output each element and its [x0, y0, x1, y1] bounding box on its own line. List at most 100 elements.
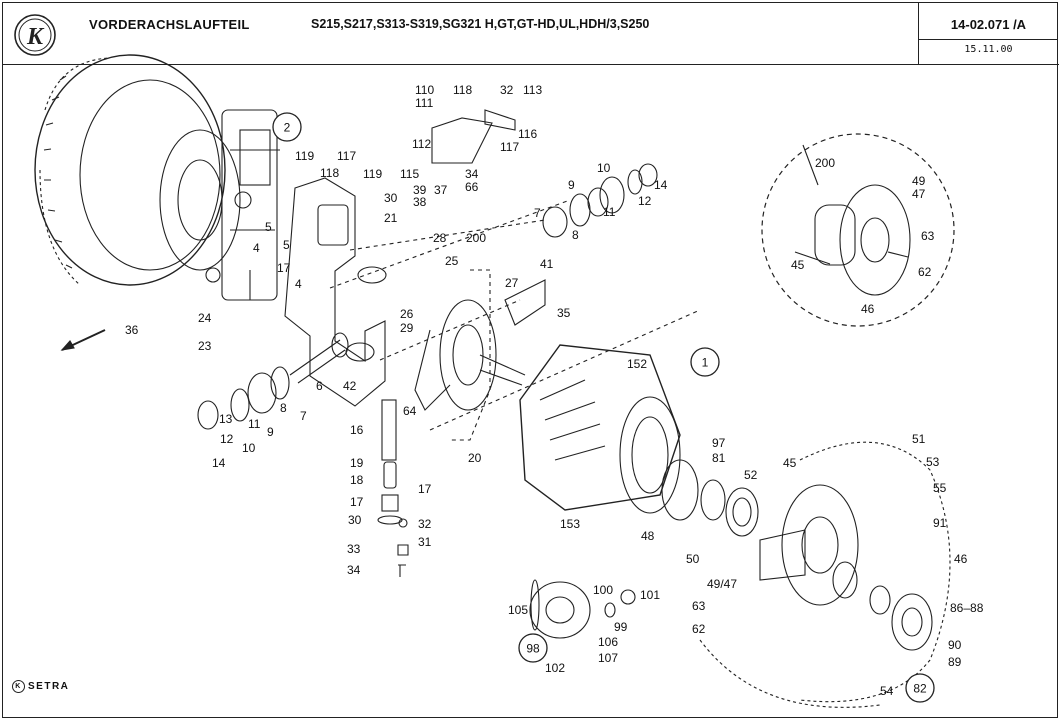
model-list: S215,S217,S313-S319,SG321 H,GT,GT-HD,UL,…: [311, 17, 650, 31]
hub-cap: [529, 579, 636, 639]
part-label: 52: [744, 468, 758, 482]
part-label: 50: [686, 552, 700, 566]
part-label: 81: [712, 451, 726, 465]
part-label: 12: [220, 432, 234, 446]
part-label: 89: [948, 655, 962, 669]
part-label: 119: [295, 149, 314, 163]
tyre-right: [699, 441, 951, 708]
bearing-set-left: [197, 332, 349, 430]
part-label: 66: [465, 180, 479, 194]
part-label: 86–88: [950, 601, 984, 615]
part-label: 25: [445, 254, 459, 268]
callout-98: 98: [526, 642, 540, 656]
part-label: 46: [861, 302, 875, 316]
part-label: 8: [280, 401, 287, 415]
part-label: 33: [347, 542, 361, 556]
part-label: 45: [791, 258, 805, 272]
part-label: 34: [347, 563, 361, 577]
part-label: 99: [614, 620, 628, 634]
page-title: VORDERACHSLAUFTEIL: [89, 17, 250, 32]
part-label: 11: [603, 205, 616, 219]
brand-name: SETRA: [28, 681, 70, 693]
part-label: 118: [453, 83, 472, 97]
brand-logo-icon: K: [12, 680, 25, 693]
tyre-left: [34, 54, 226, 286]
part-label: 111: [415, 96, 434, 110]
part-label: 100: [593, 583, 613, 597]
part-label: 106: [598, 635, 618, 649]
part-label: 10: [242, 441, 256, 455]
kaessbohrer-logo: K: [14, 14, 56, 56]
part-label: 24: [198, 311, 212, 325]
part-label: 10: [597, 161, 611, 175]
part-label: 54: [880, 684, 894, 698]
detail-inset: [761, 133, 955, 327]
part-label: 37: [434, 183, 448, 197]
guide-lines: [329, 199, 701, 441]
part-labels: 110 111 118 32 113 116 112 117 34 66 119…: [125, 83, 984, 698]
axle-flange: [414, 279, 546, 411]
callout-2: 2: [284, 121, 291, 135]
part-label: 90: [948, 638, 962, 652]
part-label: 26: [400, 307, 414, 321]
kingpin-parts: [377, 399, 409, 577]
part-label: 117: [500, 140, 519, 154]
header: K VORDERACHSLAUFTEIL S215,S217,S313-S319…: [3, 3, 1059, 65]
part-label: 28: [433, 231, 447, 245]
part-label: 7: [534, 206, 541, 220]
part-label: 62: [918, 265, 932, 279]
part-label: 13: [219, 412, 233, 426]
bearing-seals-centre: [661, 459, 759, 537]
part-label: 5: [265, 220, 272, 234]
part-label: 38: [413, 195, 427, 209]
part-label: 7: [300, 409, 307, 423]
part-label: 9: [267, 425, 274, 439]
part-label: 51: [912, 432, 926, 446]
drawing-code: 14-02.071 /A: [950, 17, 1027, 32]
part-label: 110: [415, 83, 434, 97]
part-label: 63: [692, 599, 706, 613]
part-label: 112: [412, 137, 431, 151]
part-label: 30: [348, 513, 362, 527]
callout-1: 1: [702, 356, 709, 370]
part-label: 41: [540, 257, 554, 271]
part-label: 34: [465, 167, 479, 181]
part-label: 16: [350, 423, 364, 437]
part-label: 5: [283, 238, 290, 252]
part-label: 49: [912, 174, 926, 188]
part-label: 153: [560, 517, 580, 531]
part-label: 35: [557, 306, 571, 320]
steering-knuckle: [284, 177, 387, 407]
part-label: 47: [912, 187, 926, 201]
sensor-bracket: [431, 109, 516, 164]
part-label: 101: [640, 588, 660, 602]
part-label: 4: [295, 277, 302, 291]
part-label: 55: [933, 481, 947, 495]
part-label: 62: [692, 622, 706, 636]
part-label: 14: [212, 456, 226, 470]
part-label: 53: [926, 455, 940, 469]
part-label: 200: [466, 231, 486, 245]
part-label: 4: [253, 241, 260, 255]
hub-left: [159, 109, 280, 301]
part-label: 21: [384, 211, 398, 225]
part-label: 200: [815, 156, 835, 170]
part-label: 39: [413, 183, 427, 197]
part-label: 17: [350, 495, 364, 509]
part-label: 64: [403, 404, 417, 418]
part-label: 19: [350, 456, 364, 470]
part-label: 97: [712, 436, 726, 450]
part-label: 29: [400, 321, 414, 335]
brake-caliper: [519, 344, 681, 514]
part-label: 102: [545, 661, 565, 675]
part-label: 14: [654, 178, 668, 192]
part-label: 48: [641, 529, 655, 543]
part-label: 46: [954, 552, 968, 566]
part-label: 8: [572, 228, 579, 242]
part-label: 45: [783, 456, 797, 470]
part-label: 11: [248, 417, 261, 431]
part-label: 27: [505, 276, 519, 290]
part-label: 23: [198, 339, 212, 353]
